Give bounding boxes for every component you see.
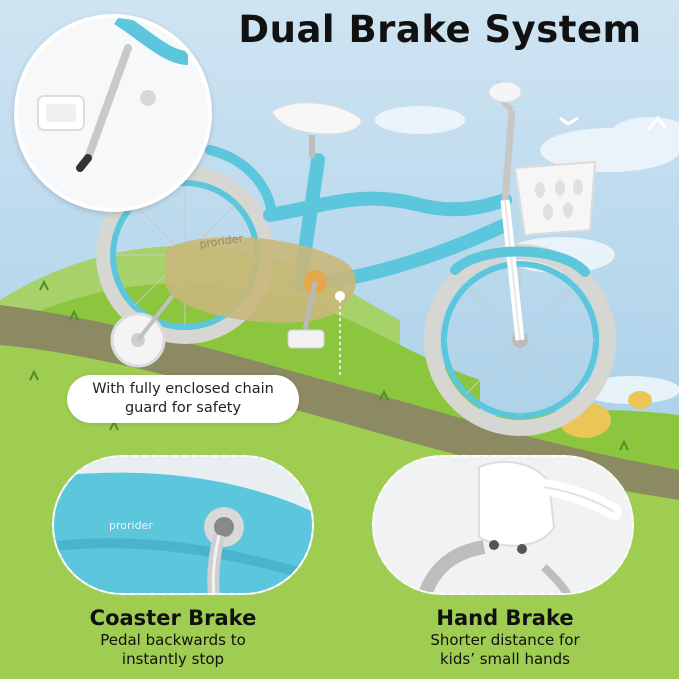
- hand-brake-caption: Hand Brake Shorter distance for kids’ sm…: [374, 605, 636, 669]
- hand-brake-desc-1: Shorter distance for: [430, 631, 580, 649]
- coaster-brake-heading: Coaster Brake: [89, 606, 257, 630]
- coaster-brake-desc-2: instantly stop: [121, 650, 225, 668]
- basket: [513, 160, 597, 237]
- coaster-brake-desc-1: Pedal backwards to: [100, 631, 246, 649]
- coaster-brake-panel: prorider: [52, 455, 314, 595]
- hand-brake-panel: [372, 455, 634, 595]
- hand-brake-desc-2: kids’ small hands: [440, 650, 570, 668]
- hand-brake-heading: Hand Brake: [436, 606, 574, 630]
- svg-text:prorider: prorider: [199, 232, 245, 251]
- brand-mark: prorider: [109, 519, 153, 532]
- callout-line-2: guard for safety: [124, 400, 242, 416]
- saddle: [271, 102, 362, 135]
- chain-guard-callout: With fully enclosed chain guard for safe…: [67, 375, 299, 423]
- page-title: Dual Brake System: [238, 8, 642, 51]
- coaster-brake-caption: Coaster Brake Pedal backwards to instant…: [42, 605, 304, 669]
- coaster-brake-photo: prorider: [54, 457, 312, 593]
- kickstand-inset: [14, 14, 212, 212]
- kickstand-photo: [18, 18, 208, 208]
- chain-guard: [165, 236, 356, 323]
- callout-line-1: With fully enclosed chain: [92, 381, 274, 397]
- hand-brake-photo: [374, 457, 632, 593]
